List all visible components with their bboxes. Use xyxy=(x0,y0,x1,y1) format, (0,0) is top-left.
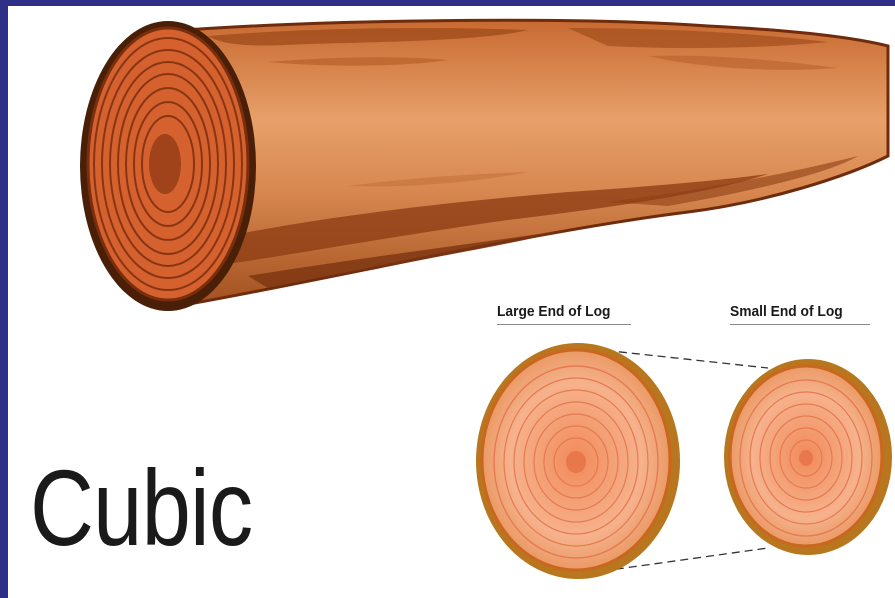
small-end-slice xyxy=(724,359,892,555)
log-body xyxy=(158,20,888,306)
small-end-underline xyxy=(730,324,870,325)
large-end-label: Large End of Log xyxy=(497,303,610,320)
page-title: Cubic xyxy=(30,454,252,562)
small-end-label: Small End of Log xyxy=(730,303,843,320)
slide-panel: Large End of Log Small End of Log Cubic xyxy=(8,6,895,598)
large-end-slice xyxy=(476,343,680,579)
large-end-underline xyxy=(497,324,631,325)
log-end-face xyxy=(80,21,256,311)
